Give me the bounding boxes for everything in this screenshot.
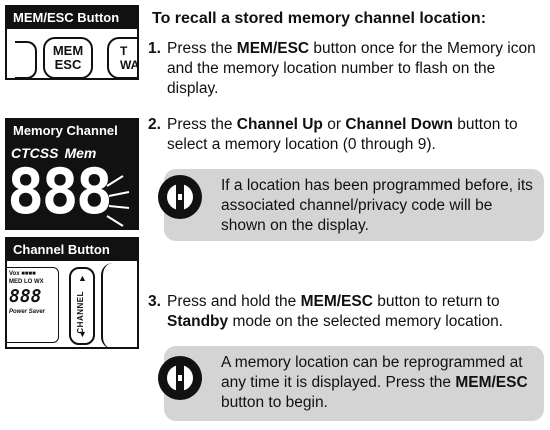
lcd-digits: 888 — [7, 155, 113, 228]
button-name: Channel Up — [236, 116, 323, 133]
channel-key-text: CHANNEL — [76, 291, 85, 334]
text-run: button to select a memory location (0 th… — [167, 116, 518, 153]
figure-illustration: MEM ESC T WA — [7, 29, 139, 78]
memory-channel-figure: Memory Channel CTCSS Mem 888 — [5, 118, 139, 230]
mini-lcd-line2: MED LO WX — [9, 279, 44, 285]
button-name: MEM/ESC — [300, 293, 373, 310]
step-text: Press the MEM/ESC button once for the Me… — [167, 39, 544, 99]
button-name: MEM/ESC — [455, 374, 528, 391]
figure-label: MEM/ESC Button — [7, 7, 137, 29]
key-text-line1: MEM — [52, 43, 84, 58]
step-1: 1. Press the MEM/ESC button once for the… — [148, 39, 544, 99]
figure-label: Memory Channel — [7, 120, 137, 142]
button-name: Channel Down — [345, 116, 453, 133]
text-run: button to begin. — [221, 394, 328, 411]
adjacent-key-line2: WA — [120, 58, 139, 72]
info-icon — [158, 175, 202, 219]
mini-lcd-digits: 888 — [9, 286, 42, 307]
step-text: Press the Channel Up or Channel Down but… — [167, 115, 544, 155]
lcd-annunciators: CTCSS Mem — [11, 145, 96, 161]
note-callout: A memory location can be reprogrammed at… — [158, 346, 544, 421]
adjacent-key-illustration: T WA — [107, 37, 139, 78]
channel-key-illustration: ▲ CHANNEL ▼ — [69, 267, 95, 345]
text-run: A memory location can be reprogrammed at… — [221, 354, 523, 391]
info-icon — [158, 356, 202, 400]
ctcss-annunciator: CTCSS — [11, 145, 59, 161]
mini-lcd-illustration: Vox ■■■■ MED LO WX 888 Power Saver — [7, 267, 59, 343]
key-text-line2: ESC — [54, 57, 82, 72]
figure-label: Channel Button — [7, 239, 137, 261]
mini-lcd-line1: Vox ■■■■ — [9, 271, 36, 277]
section-heading: To recall a stored memory channel locati… — [152, 10, 487, 27]
channel-illustration: Vox ■■■■ MED LO WX 888 Power Saver ▲ CHA… — [7, 261, 137, 347]
step-text: Press and hold the MEM/ESC button to ret… — [167, 292, 544, 332]
step-number: 1. — [148, 40, 161, 57]
step-number: 2. — [148, 116, 161, 133]
text-run: button once for the Memory icon and the … — [167, 40, 536, 97]
step-2: 2. Press the Channel Up or Channel Down … — [148, 115, 544, 155]
note-text: A memory location can be reprogrammed at… — [221, 353, 534, 413]
flash-rays-icon — [106, 175, 130, 227]
mem-esc-figure: MEM/ESC Button MEM ESC T WA — [5, 5, 139, 80]
device-outline — [15, 41, 37, 78]
button-name: MEM/ESC — [236, 40, 310, 57]
text-run: Press the — [167, 116, 237, 133]
text-run: mode on the selected memory location. — [228, 313, 503, 330]
device-outline — [101, 263, 137, 347]
text-run: or — [322, 116, 346, 133]
mem-annunciator: Mem — [64, 145, 97, 161]
lcd-illustration: CTCSS Mem 888 — [7, 142, 137, 228]
note-callout: If a location has been programmed before… — [158, 169, 544, 241]
step-3: 3. Press and hold the MEM/ESC button to … — [148, 292, 544, 332]
mem-esc-key-illustration: MEM ESC — [43, 37, 93, 78]
channel-up-arrow-icon: ▲ — [78, 273, 87, 283]
text-run: Press the — [167, 40, 237, 57]
step-number: 3. — [148, 293, 161, 310]
adjacent-key-line1: T — [120, 44, 128, 58]
mini-lcd-footer: Power Saver — [9, 309, 46, 315]
mode-name: Standby — [167, 313, 229, 330]
text-run: Press and hold the — [167, 293, 301, 310]
channel-button-figure: Channel Button Vox ■■■■ MED LO WX 888 Po… — [5, 237, 139, 349]
text-run: button to return to — [372, 293, 500, 310]
channel-down-arrow-icon: ▼ — [78, 329, 87, 339]
note-text: If a location has been programmed before… — [221, 177, 533, 234]
